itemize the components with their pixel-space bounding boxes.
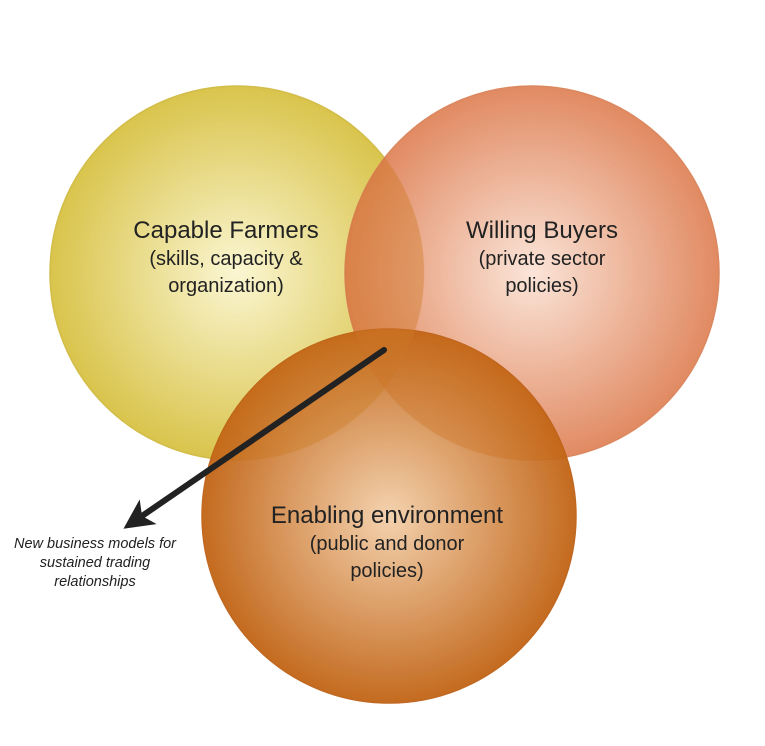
capable-farmers-subtitle: (skills, capacity & organization) [149, 248, 303, 297]
circle-enabling-environment [201, 328, 577, 704]
willing-buyers-subtitle: (private sector policies) [478, 248, 606, 297]
willing-buyers-label: Willing Buyers (private sector policies) [412, 216, 672, 300]
enabling-environment-subtitle: (public and donor policies) [309, 533, 465, 582]
capable-farmers-label: Capable Farmers (skills, capacity & orga… [96, 216, 356, 300]
overlap-farmers-environment [202, 329, 424, 460]
enabling-environment-title: Enabling environment [270, 502, 504, 529]
overlap-farmers-environment-fill [202, 329, 424, 460]
enabling-environment-label: Enabling environment (public and donor p… [232, 501, 542, 585]
callout-text: New business models for sustained tradin… [14, 536, 176, 590]
willing-buyers-title: Willing Buyers [465, 217, 619, 244]
capable-farmers-title: Capable Farmers [133, 217, 319, 244]
callout-arrow [123, 347, 387, 529]
overlap-buyers-environment [345, 329, 576, 460]
overlap-buyers-environment-fill [345, 329, 576, 460]
